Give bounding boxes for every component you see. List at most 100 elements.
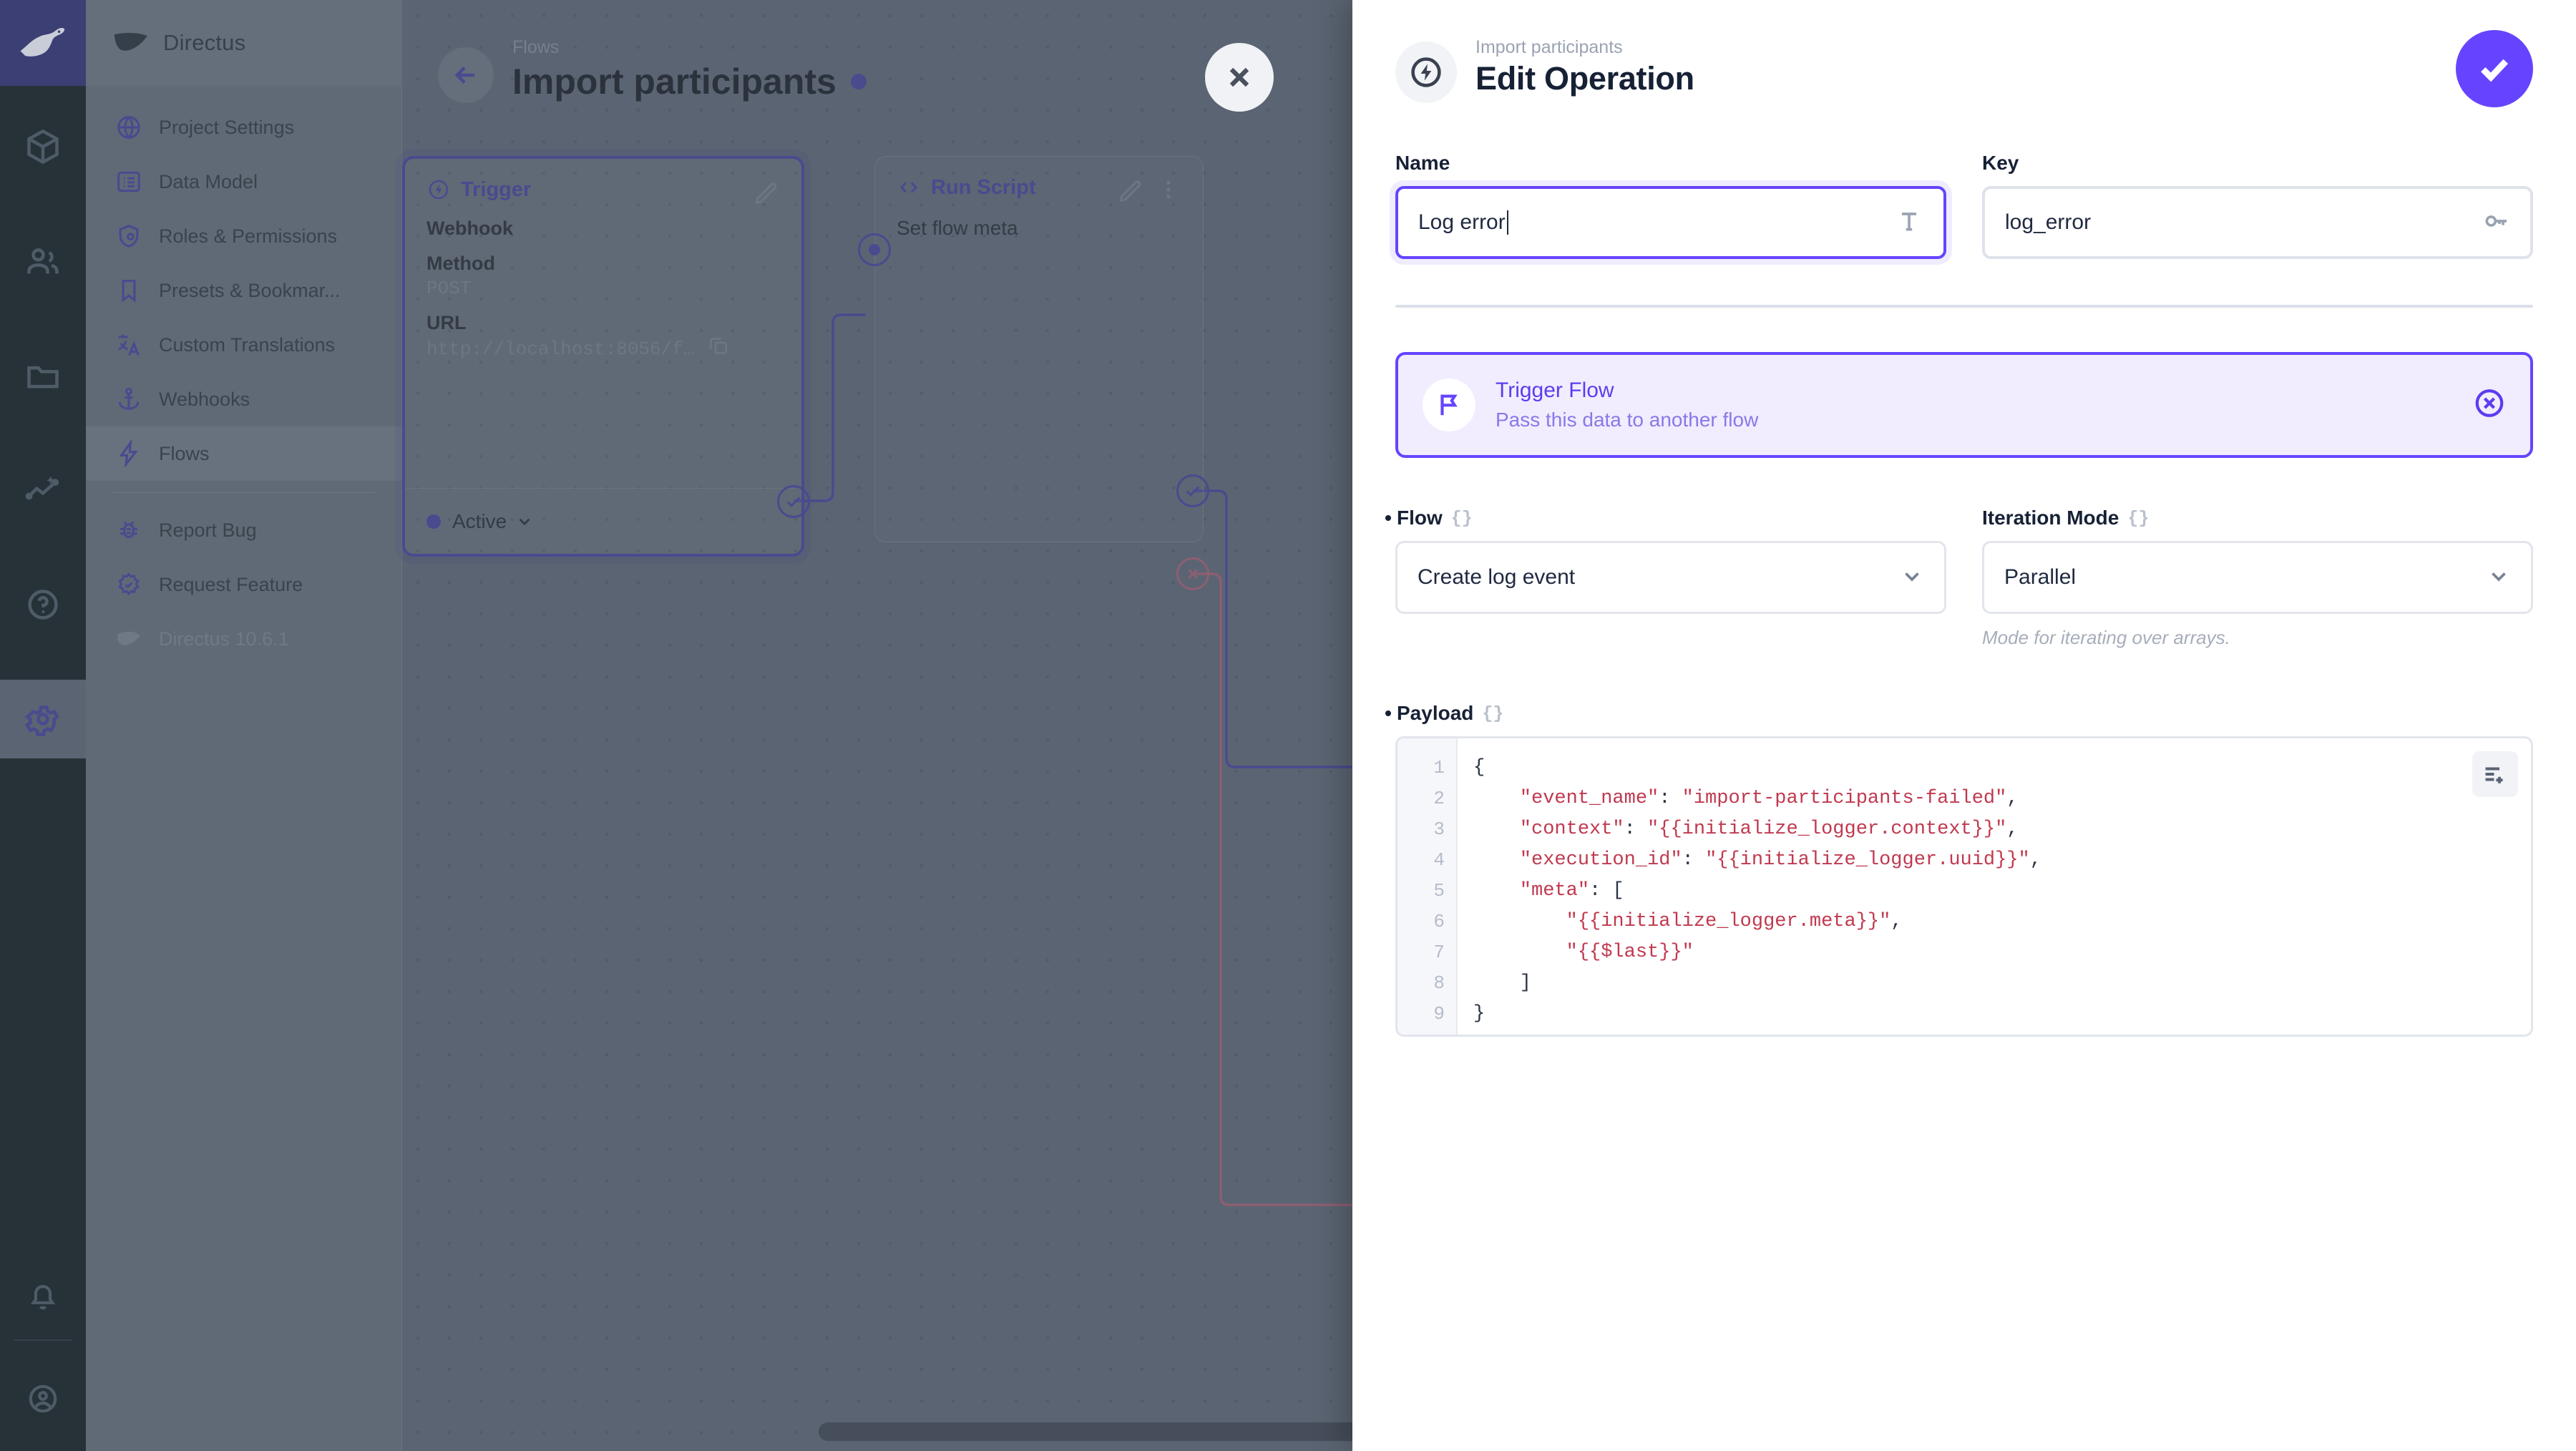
bolt-circle-icon xyxy=(426,177,451,202)
close-drawer-button[interactable] xyxy=(1205,43,1274,112)
iteration-select-value: Parallel xyxy=(2004,565,2077,589)
list-box-icon xyxy=(113,166,145,197)
name-input-value: Log error xyxy=(1418,210,1506,234)
node-title-text: Trigger xyxy=(461,177,532,201)
code-tags-icon xyxy=(897,175,921,200)
sidebar-item-webhooks[interactable]: Webhooks xyxy=(86,372,402,426)
code-line-number: 9 xyxy=(1433,1003,1445,1025)
bolt-icon xyxy=(113,438,145,469)
back-button[interactable] xyxy=(438,47,494,103)
sidebar-brand[interactable]: Directus xyxy=(86,0,402,86)
check-icon xyxy=(2481,59,2509,82)
name-label: Name xyxy=(1395,152,1450,174)
sidebar-item-project-settings[interactable]: Project Settings xyxy=(86,100,402,155)
account-circle-icon[interactable] xyxy=(0,1359,86,1438)
drawer-breadcrumb: Import participants xyxy=(1475,37,1623,57)
bell-icon[interactable] xyxy=(0,1259,86,1338)
chevron-down-icon xyxy=(1900,564,1924,592)
sidebar-nav-list: Project Settings Data Model Roles & Perm… xyxy=(86,100,402,666)
copy-icon[interactable] xyxy=(707,334,730,361)
folder-icon[interactable] xyxy=(0,336,86,415)
code-content[interactable]: { "event_name": "import-participants-fai… xyxy=(1458,738,2531,1035)
bolt-circle-icon xyxy=(1395,41,1457,103)
arrow-left-icon xyxy=(454,66,475,84)
users-icon[interactable] xyxy=(0,222,86,301)
dots-vertical-icon[interactable] xyxy=(1156,177,1181,206)
page-title-text: Import participants xyxy=(512,62,836,102)
content-box-icon[interactable] xyxy=(0,107,86,186)
gear-icon[interactable] xyxy=(0,680,86,758)
node-field-label: URL xyxy=(426,312,467,333)
sidebar-item-data-model[interactable]: Data Model xyxy=(86,155,402,209)
flow-braces: {} xyxy=(1450,507,1473,529)
sidebar-item-label: Project Settings xyxy=(159,116,295,138)
sidebar-divider xyxy=(113,492,375,493)
section-divider xyxy=(1395,305,2533,308)
sidebar-item-label: Presets & Bookmar... xyxy=(159,279,341,301)
brand-name: Directus xyxy=(163,30,246,55)
bug-icon xyxy=(113,514,145,546)
globe-icon xyxy=(113,112,145,143)
code-line-number: 2 xyxy=(1433,788,1445,809)
flow-field-group: Flow {} Create log event xyxy=(1395,507,1946,649)
flow-node-run-script-set-flow-meta[interactable]: Run Script Set flow meta xyxy=(874,156,1204,542)
sidebar-item-request-feature[interactable]: Request Feature xyxy=(86,557,402,612)
iteration-select[interactable]: Parallel xyxy=(1982,541,2533,614)
run-script-input-port[interactable] xyxy=(858,233,891,266)
help-circle-icon[interactable] xyxy=(0,565,86,644)
code-line-number: 6 xyxy=(1433,911,1445,932)
iteration-note: Mode for iterating over arrays. xyxy=(1982,627,2230,648)
edge-trigger-to-runscript xyxy=(794,313,866,502)
directus-rabbit-logo[interactable] xyxy=(0,0,86,86)
sidebar-item-label: Roles & Permissions xyxy=(159,225,338,247)
status-dot xyxy=(426,514,441,529)
node-field-value: POST xyxy=(426,278,472,299)
operation-type-card[interactable]: Trigger Flow Pass this data to another f… xyxy=(1395,352,2533,458)
sidebar-item-custom-translations[interactable]: Custom Translations xyxy=(86,318,402,372)
module-rail xyxy=(0,0,86,1451)
directus-mark-small-icon xyxy=(113,623,145,655)
save-button[interactable] xyxy=(2456,30,2533,107)
run-script-success-port[interactable] xyxy=(1176,474,1209,507)
feature-check-icon xyxy=(113,569,145,600)
run-script-error-port[interactable] xyxy=(1176,557,1209,590)
sidebar-item-flows[interactable]: Flows xyxy=(86,426,402,481)
chevron-down-icon xyxy=(519,518,530,525)
insights-icon[interactable] xyxy=(0,451,86,529)
pencil-icon[interactable] xyxy=(1117,177,1144,207)
node-title: Trigger xyxy=(426,177,780,202)
sidebar-item-report-bug[interactable]: Report Bug xyxy=(86,503,402,557)
trigger-status-dropdown[interactable]: Active xyxy=(405,488,801,554)
status-label: Active xyxy=(452,509,507,532)
sidebar-item-label: Webhooks xyxy=(159,388,250,410)
pencil-icon[interactable] xyxy=(753,179,780,210)
bookmark-icon xyxy=(113,275,145,306)
name-input[interactable]: Log error xyxy=(1395,186,1946,259)
iteration-field-group: Iteration Mode {} Parallel Mode for iter… xyxy=(1982,507,2533,649)
code-text: { "event_name": "import-participants-fai… xyxy=(1473,757,2041,1025)
sidebar-item-roles-permissions[interactable]: Roles & Permissions xyxy=(86,209,402,263)
trigger-output-port[interactable] xyxy=(777,485,810,518)
operation-type-subtitle: Pass this data to another flow xyxy=(1496,409,1759,431)
close-icon xyxy=(1229,67,1249,87)
format-insert-icon[interactable] xyxy=(2472,751,2518,797)
code-line-number: 8 xyxy=(1433,972,1445,994)
sidebar-item-presets-bookmarks[interactable]: Presets & Bookmar... xyxy=(86,263,402,318)
sidebar-item-label: Report Bug xyxy=(159,519,257,541)
sidebar-item-label: Data Model xyxy=(159,170,258,192)
text-caret xyxy=(1506,210,1508,235)
node-field-label: Webhook xyxy=(426,218,513,239)
payload-label: Payload {} xyxy=(1395,702,2533,725)
version-label: Directus 10.6.1 xyxy=(159,627,289,650)
shield-account-icon xyxy=(113,220,145,252)
breadcrumb: Flows xyxy=(512,37,560,57)
close-circle-icon[interactable] xyxy=(2473,387,2506,424)
key-input[interactable]: log_error xyxy=(1982,186,2533,259)
flag-icon xyxy=(1423,378,1475,431)
flow-node-trigger[interactable]: Trigger Webhook Method POST URL http://l… xyxy=(402,156,804,557)
payload-label-text: Payload xyxy=(1397,702,1474,724)
flow-select[interactable]: Create log event xyxy=(1395,541,1946,614)
code-line-number: 5 xyxy=(1433,880,1445,902)
